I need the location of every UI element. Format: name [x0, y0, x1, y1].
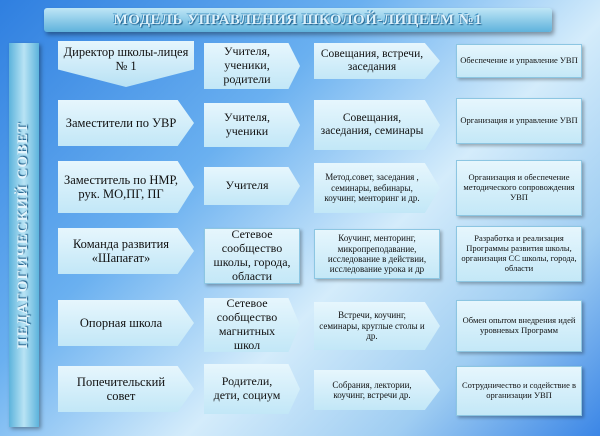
row3-forms-text: Метод.совет, заседания , семинары, вебин…	[324, 172, 420, 204]
row1-forms: Совещания, встречи, заседания	[314, 43, 440, 79]
row1-participants-text: Учителя, ученики, родители	[223, 44, 271, 86]
pedagogical-council-label: ПЕДАГОГИЧЕСКИЙ СОВЕТ	[15, 121, 32, 349]
row5-forms-text: Встречи, коучинг, семинары, круглые стол…	[319, 310, 425, 342]
row3-participants-text: Учителя	[225, 178, 269, 193]
row2-participants: Учителя, ученики	[204, 103, 300, 147]
row6-participants: Родители, дети, социум	[204, 364, 300, 414]
row6-goal-text: Сотрудничество и содействие в организаци…	[461, 380, 577, 400]
row4-goal-text: Разработка и реализация Программы развит…	[461, 233, 577, 273]
row6-subject-text: Попечительский совет	[76, 374, 166, 403]
row5-participants: Сетевое сообщество магнитных школ	[204, 298, 300, 352]
row4-subject: Команда развития «Шапағат»	[58, 228, 194, 274]
pedagogical-council-bar: ПЕДАГОГИЧЕСКИЙ СОВЕТ	[9, 43, 39, 427]
director-label: Директор школы-лицея № 1	[63, 45, 189, 74]
row1-participants: Учителя, ученики, родители	[204, 43, 300, 89]
diagram-title: МОДЕЛЬ УПРАВЛЕНИЯ ШКОЛОЙ-ЛИЦЕЕМ №1	[44, 8, 552, 32]
row6-participants-text: Родители, дети, социум	[213, 374, 281, 402]
row1-forms-text: Совещания, встречи, заседания	[320, 47, 424, 73]
row5-goal: Обмен опытом внедрения идей уровневых Пр…	[456, 300, 582, 352]
row1-goal: Обеспечение и управление УВП	[456, 44, 582, 78]
row2-subject: Заместители по УВР	[58, 100, 194, 146]
row3-goal: Организация и обеспечение методического …	[456, 160, 582, 216]
director-box: Директор школы-лицея № 1	[58, 41, 194, 87]
row3-goal-text: Организация и обеспечение методического …	[463, 172, 575, 202]
row4-participants: Сетевое сообщество школы, города, област…	[204, 227, 300, 284]
row4-participants-text: Сетевое сообщество школы, города, област…	[213, 227, 291, 283]
diagram-title-text: МОДЕЛЬ УПРАВЛЕНИЯ ШКОЛОЙ-ЛИЦЕЕМ №1	[113, 11, 483, 28]
row3-forms: Метод.совет, заседания , семинары, вебин…	[314, 163, 440, 213]
row2-forms-text: Совещания, заседания, семинары	[320, 111, 424, 137]
row4-goal: Разработка и реализация Программы развит…	[456, 226, 582, 282]
row5-subject: Опорная школа	[58, 300, 194, 346]
row3-participants: Учителя	[204, 167, 300, 205]
row5-subject-text: Опорная школа	[79, 315, 163, 330]
row5-participants-text: Сетевое сообщество магнитных школ	[216, 296, 278, 352]
row3-subject: Заместитель по НМР, рук. МО,ПГ, ПГ	[58, 161, 194, 213]
row6-goal: Сотрудничество и содействие в организаци…	[456, 366, 582, 416]
row4-forms-text: Коучинг, менторинг, микропреподавание, и…	[327, 233, 427, 275]
row5-forms: Встречи, коучинг, семинары, круглые стол…	[314, 302, 440, 350]
row1-goal-text: Обеспечение и управление УВП	[460, 55, 578, 66]
row6-subject: Попечительский совет	[58, 366, 194, 412]
row6-forms: Собрания, лектории, коучинг, встречи др.	[314, 370, 440, 410]
row3-subject-text: Заместитель по НМР, рук. МО,ПГ, ПГ	[63, 172, 179, 201]
row2-goal: Организация и управление УВП	[456, 98, 582, 144]
row2-forms: Совещания, заседания, семинары	[314, 100, 440, 150]
row2-subject-text: Заместители по УВР	[65, 115, 177, 130]
row6-forms-text: Собрания, лектории, коучинг, встречи др.	[332, 379, 412, 400]
row4-subject-text: Команда развития «Шапағат»	[72, 236, 170, 265]
row5-goal-text: Обмен опытом внедрения идей уровневых Пр…	[462, 315, 576, 335]
row4-forms: Коучинг, менторинг, микропреподавание, и…	[314, 229, 440, 279]
row2-participants-text: Учителя, ученики	[223, 110, 271, 138]
row2-goal-text: Организация и управление УВП	[460, 115, 578, 126]
